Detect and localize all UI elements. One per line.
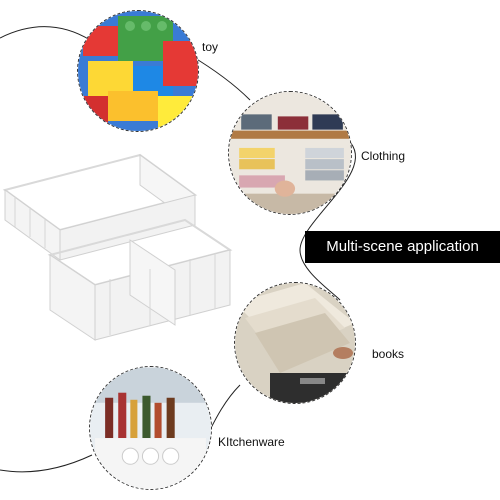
kitchenware-label: KItchenware [218,435,285,449]
clothing-closet-icon [229,92,351,214]
toy-label: toy [202,40,219,54]
drawer-divider-product [0,145,240,345]
books-photo [234,282,356,404]
kitchen-bottles-icon [90,367,211,489]
toy-bricks-icon [78,11,198,131]
clothing-label: Clothing [361,149,406,163]
toy-photo [77,10,199,132]
clothing-photo [228,91,352,215]
drawer-divider-organizer-icon [2,153,233,341]
multi-scene-banner: Multi-scene application [305,231,500,263]
file-drawer-icon [235,283,355,403]
books-label: books [372,347,405,361]
kitchenware-photo [89,366,212,490]
